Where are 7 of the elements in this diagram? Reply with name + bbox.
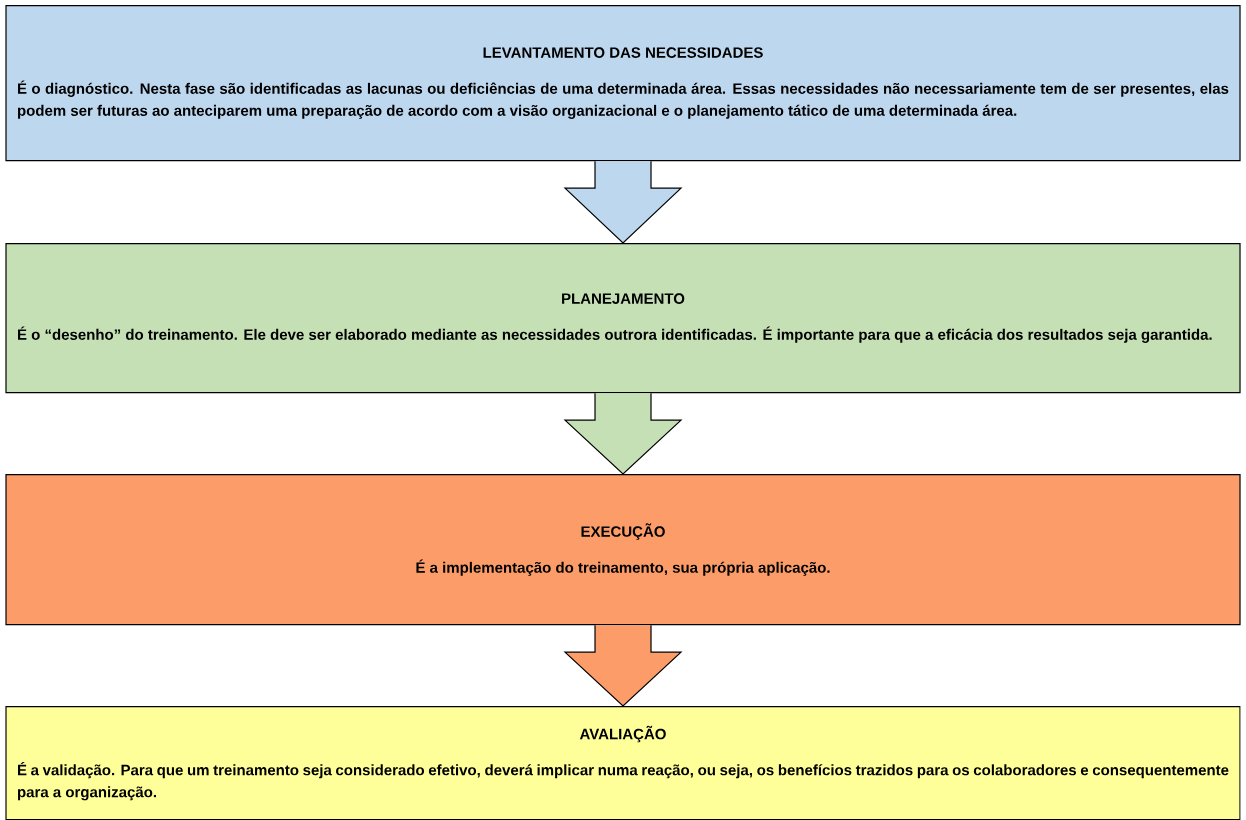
block-arrow <box>563 160 683 244</box>
stage-box: PLANEJAMENTO É o “desenho” do treinamento. Ele deve ser elaborado mediante as necessidades outrora identificadas. É importante para que a eficácia dos resultados seja garantida. <box>5 243 1241 394</box>
stage-box: LEVANTAMENTO DAS NECESSIDADES É o diagnóstico. Nesta fase são identificadas as lacunas ou deficiências de uma determinada área. Essas necessidades não necessariamente tem de ser presentes, elas podem ser futuras ao anteciparem uma preparação de acordo com a visão organizacional e o planejamento tático de uma determinada área. <box>5 5 1241 162</box>
block-arrow <box>563 624 683 707</box>
block-arrow <box>563 392 683 475</box>
stage-box: EXECUÇÃO É a implementação do treinamento, sua própria aplicação. <box>5 474 1241 626</box>
stage-box: AVALIAÇÃO É a validação. Para que um treinamento seja considerado efetivo, deverá implicar numa reação, ou seja, os benefícios trazidos para os colaboradores e consequentemente para a organização. <box>5 706 1241 820</box>
